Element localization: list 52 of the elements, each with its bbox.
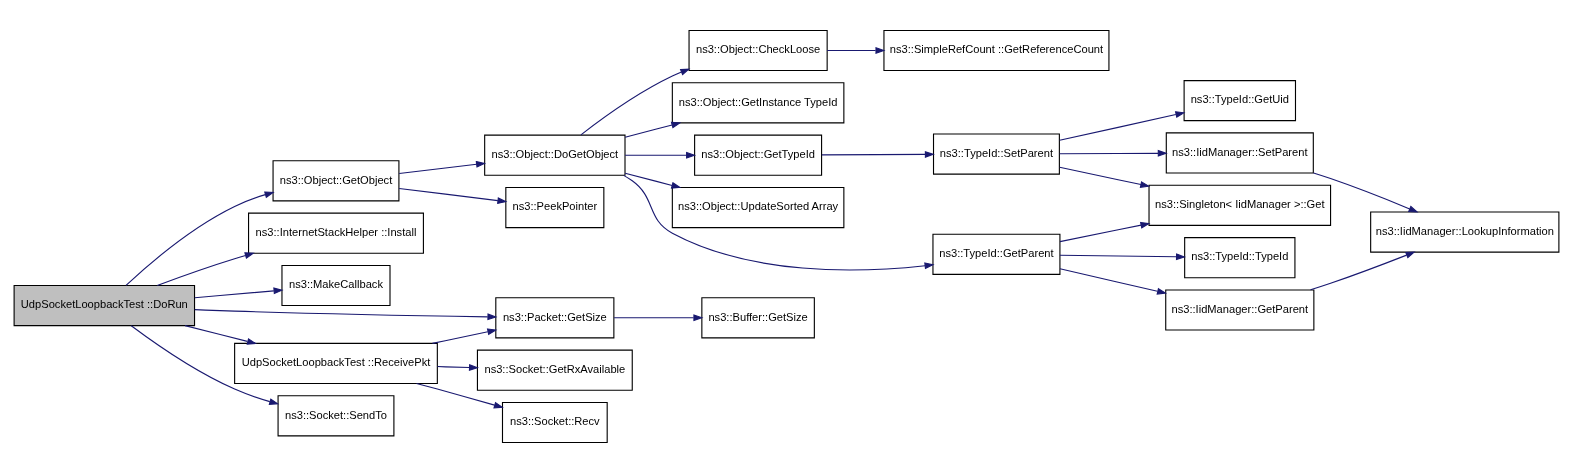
arrow bbox=[1312, 172, 1419, 213]
node-box: ns3::Socket::SendTo bbox=[277, 395, 395, 437]
arrow bbox=[623, 174, 935, 271]
node-box: ns3::PeekPointer bbox=[505, 186, 605, 229]
node-box: ns3::Object::DoGetObject bbox=[484, 134, 626, 176]
arrow bbox=[398, 187, 508, 205]
node-box: ns3::IidManager::SetParent bbox=[1165, 132, 1314, 174]
arrow bbox=[130, 325, 280, 405]
arrow bbox=[194, 287, 284, 299]
node-box: ns3::TypeId::GetParent bbox=[932, 233, 1061, 275]
node-box: ns3::InternetStackHelper ::Install bbox=[248, 212, 424, 254]
arrow bbox=[1310, 251, 1416, 291]
node-box: ns3::Singleton< IidManager >::Get bbox=[1148, 184, 1332, 226]
node-box: ns3::TypeId::GetUid bbox=[1183, 80, 1297, 122]
arrow bbox=[415, 382, 504, 409]
node-box: ns3::SimpleRefCount ::GetReferenceCount bbox=[883, 29, 1110, 72]
arrow bbox=[398, 160, 487, 175]
arrow bbox=[1059, 268, 1168, 295]
node-box: ns3::TypeId::TypeId bbox=[1184, 237, 1296, 279]
node-box: ns3::Socket::GetRxAvailable bbox=[476, 349, 633, 391]
arrow bbox=[431, 328, 498, 344]
arrow bbox=[156, 252, 255, 287]
arrow bbox=[1059, 166, 1151, 188]
arrow bbox=[184, 325, 258, 345]
node-box: ns3::Object::UpdateSorted Array bbox=[671, 186, 845, 229]
node-box: ns3::IidManager::GetParent bbox=[1165, 289, 1315, 331]
node-box: ns3::Object::GetInstance TypeId bbox=[671, 82, 845, 124]
node-box: UdpSocketLoopbackTest ::DoRun bbox=[13, 284, 196, 327]
arrow bbox=[613, 314, 704, 322]
arrow bbox=[821, 150, 935, 158]
arrow bbox=[624, 151, 697, 159]
node-box: UdpSocketLoopbackTest ::ReceivePkt bbox=[234, 342, 438, 385]
node-box: ns3::Object::GetObject bbox=[272, 160, 400, 202]
arrow bbox=[624, 121, 682, 138]
node-box: ns3::MakeCallback bbox=[281, 264, 391, 307]
node-box: ns3::Packet::GetSize bbox=[495, 297, 615, 339]
arrow bbox=[826, 47, 886, 54]
arrow bbox=[436, 364, 479, 372]
arrow bbox=[1059, 149, 1168, 157]
arrow bbox=[624, 172, 682, 189]
node-box: ns3::IidManager::LookupInformation bbox=[1370, 211, 1560, 253]
arrow bbox=[1059, 111, 1186, 141]
arrow bbox=[194, 309, 498, 321]
arrow bbox=[1059, 221, 1151, 243]
node-box: ns3::Socket::Recv bbox=[501, 401, 608, 444]
arrow bbox=[1059, 253, 1186, 261]
arrow bbox=[580, 68, 691, 136]
node-box: ns3::Object::GetTypeId bbox=[694, 134, 823, 176]
node-box: ns3::TypeId::SetParent bbox=[932, 133, 1060, 175]
arrow bbox=[125, 191, 275, 286]
node-box: ns3::Buffer::GetSize bbox=[701, 297, 815, 339]
node-box: ns3::Object::CheckLoose bbox=[688, 29, 828, 72]
